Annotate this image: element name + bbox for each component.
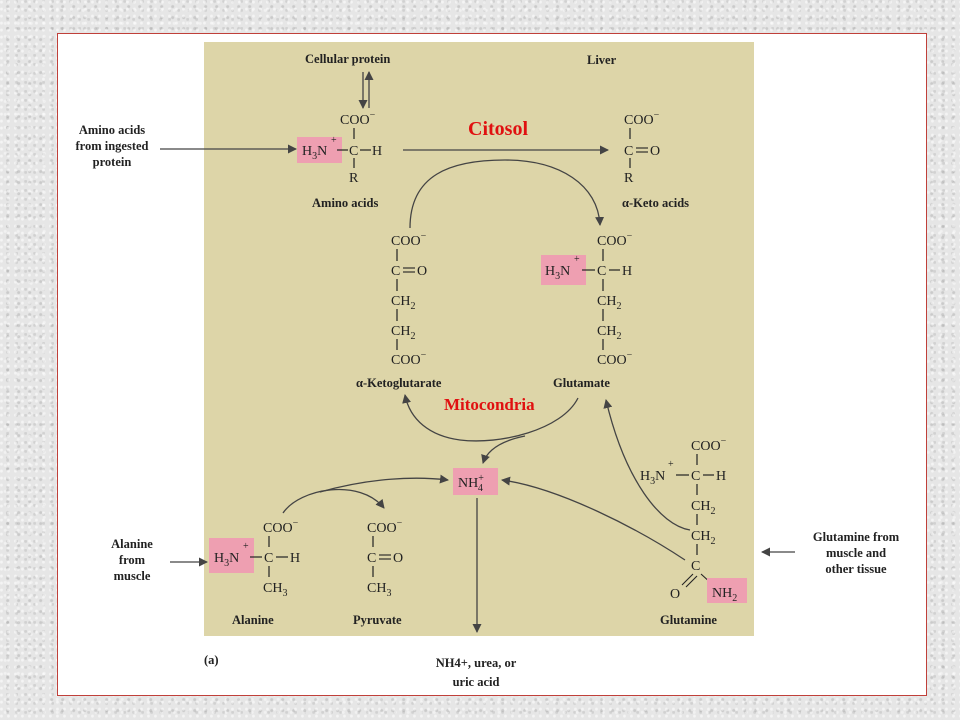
- keto-acid-structure: COO− C O R: [624, 110, 660, 186]
- svg-text:C: C: [349, 144, 358, 159]
- alanine-source-label: Alanine from muscle: [111, 537, 153, 583]
- svg-text:R: R: [624, 171, 634, 186]
- svg-text:O: O: [393, 551, 403, 566]
- svg-text:C: C: [624, 144, 633, 159]
- svg-text:CH2: CH2: [597, 294, 621, 312]
- pyruvate-structure: COO− C O CH3: [367, 518, 403, 599]
- svg-text:Glutamine from: Glutamine from: [813, 530, 900, 544]
- svg-text:CH3: CH3: [263, 581, 287, 599]
- svg-text:H3N: H3N: [640, 469, 665, 487]
- svg-text:C: C: [691, 559, 700, 574]
- svg-text:+: +: [574, 254, 580, 265]
- glutamate-structure: H3N + C H COO− CH2 CH2 COO−: [541, 231, 633, 368]
- svg-text:H3N: H3N: [545, 264, 570, 282]
- ammonium-box: NH+4: [453, 468, 498, 495]
- svg-text:CH2: CH2: [597, 324, 621, 342]
- alanine-structure: H3N + C H COO− CH3: [209, 518, 300, 599]
- alanine-to-pyruvate-arrow: [282, 488, 385, 514]
- svg-text:from ingested: from ingested: [75, 139, 148, 153]
- svg-text:CH2: CH2: [691, 529, 715, 547]
- glutamine-to-ammonium-arrow: [501, 476, 686, 561]
- svg-text:H: H: [372, 144, 382, 159]
- svg-text:C: C: [597, 264, 606, 279]
- glutamate-label: Glutamate: [553, 376, 610, 390]
- svg-text:H: H: [622, 264, 632, 279]
- output-label: NH4+, urea, or uric acid: [436, 656, 517, 689]
- amino-acid-structure: H3N + C H COO− R: [297, 110, 382, 186]
- pyruvate-label: Pyruvate: [353, 613, 402, 627]
- protein-exchange-arrows: [358, 71, 374, 109]
- svg-text:+: +: [668, 459, 674, 470]
- mitochondria-label: Mitocondria: [444, 395, 535, 414]
- svg-text:other tissue: other tissue: [825, 562, 887, 576]
- svg-text:protein: protein: [93, 155, 132, 169]
- svg-text:from: from: [119, 553, 146, 567]
- svg-text:O: O: [417, 264, 427, 279]
- svg-text:Alanine: Alanine: [111, 537, 153, 551]
- svg-text:muscle: muscle: [114, 569, 151, 583]
- svg-text:muscle and: muscle and: [826, 546, 886, 560]
- svg-text:R: R: [349, 171, 359, 186]
- cytosol-cycle-arrow: [409, 159, 605, 229]
- cytosol-label: Citosol: [468, 118, 528, 140]
- alanine-amino-highlight: [209, 538, 254, 573]
- glutamine-structure: COO− H3N + C H CH2 CH2 C O NH2: [640, 436, 747, 604]
- glutamine-to-glutamate-arrow: [603, 399, 691, 531]
- deamination-arrow: [481, 435, 526, 464]
- svg-text:O: O: [650, 144, 660, 159]
- svg-text:Amino acids: Amino acids: [79, 123, 145, 137]
- liver-region: [204, 42, 754, 636]
- svg-text:H: H: [290, 551, 300, 566]
- svg-text:+: +: [331, 135, 337, 146]
- svg-text:COO−: COO−: [597, 231, 633, 249]
- svg-text:COO−: COO−: [624, 110, 660, 128]
- svg-text:C: C: [691, 469, 700, 484]
- svg-text:COO−: COO−: [340, 110, 376, 128]
- svg-text:CH2: CH2: [391, 324, 415, 342]
- svg-text:COO−: COO−: [691, 436, 727, 454]
- panel-label: (a): [204, 653, 219, 667]
- svg-text:C: C: [391, 264, 400, 279]
- svg-text:H: H: [716, 469, 726, 484]
- svg-text:CH3: CH3: [367, 581, 391, 599]
- svg-text:CH2: CH2: [691, 499, 715, 517]
- liver-label: Liver: [587, 53, 617, 67]
- svg-text:NH+4: NH+4: [458, 473, 484, 494]
- keto-acids-label: α-Keto acids: [622, 196, 689, 210]
- svg-text:COO−: COO−: [367, 518, 403, 536]
- svg-text:COO−: COO−: [597, 350, 633, 368]
- svg-text:H3N: H3N: [302, 144, 327, 162]
- ketoglutarate-structure: COO− C O CH2 CH2 COO−: [391, 231, 427, 368]
- svg-text:COO−: COO−: [263, 518, 299, 536]
- cellular-protein-label: Cellular protein: [305, 52, 390, 66]
- alanine-label: Alanine: [232, 613, 274, 627]
- amino-group-highlight: [297, 137, 342, 163]
- alanine-to-ammonium-arrow: [319, 474, 449, 493]
- svg-text:H3N: H3N: [214, 551, 239, 569]
- svg-text:C: C: [367, 551, 376, 566]
- svg-text:+: +: [243, 541, 249, 552]
- svg-text:CH2: CH2: [391, 294, 415, 312]
- amino-acids-label: Amino acids: [312, 196, 378, 210]
- glutamate-amino-highlight: [541, 255, 586, 285]
- svg-text:NH2: NH2: [712, 586, 737, 604]
- svg-text:uric acid: uric acid: [453, 675, 500, 689]
- glutamine-label: Glutamine: [660, 613, 717, 627]
- svg-text:NH4+, urea, or: NH4+, urea, or: [436, 656, 517, 670]
- ingested-protein-label: Amino acids from ingested protein: [75, 123, 148, 169]
- mitochondria-cycle-arrow: [402, 394, 579, 442]
- svg-text:COO−: COO−: [391, 350, 427, 368]
- glutamine-source-label: Glutamine from muscle and other tissue: [813, 530, 900, 576]
- svg-text:O: O: [670, 587, 680, 602]
- amide-highlight: [707, 578, 747, 603]
- svg-text:C: C: [264, 551, 273, 566]
- svg-text:COO−: COO−: [391, 231, 427, 249]
- ketoglutarate-label: α-Ketoglutarate: [356, 376, 442, 390]
